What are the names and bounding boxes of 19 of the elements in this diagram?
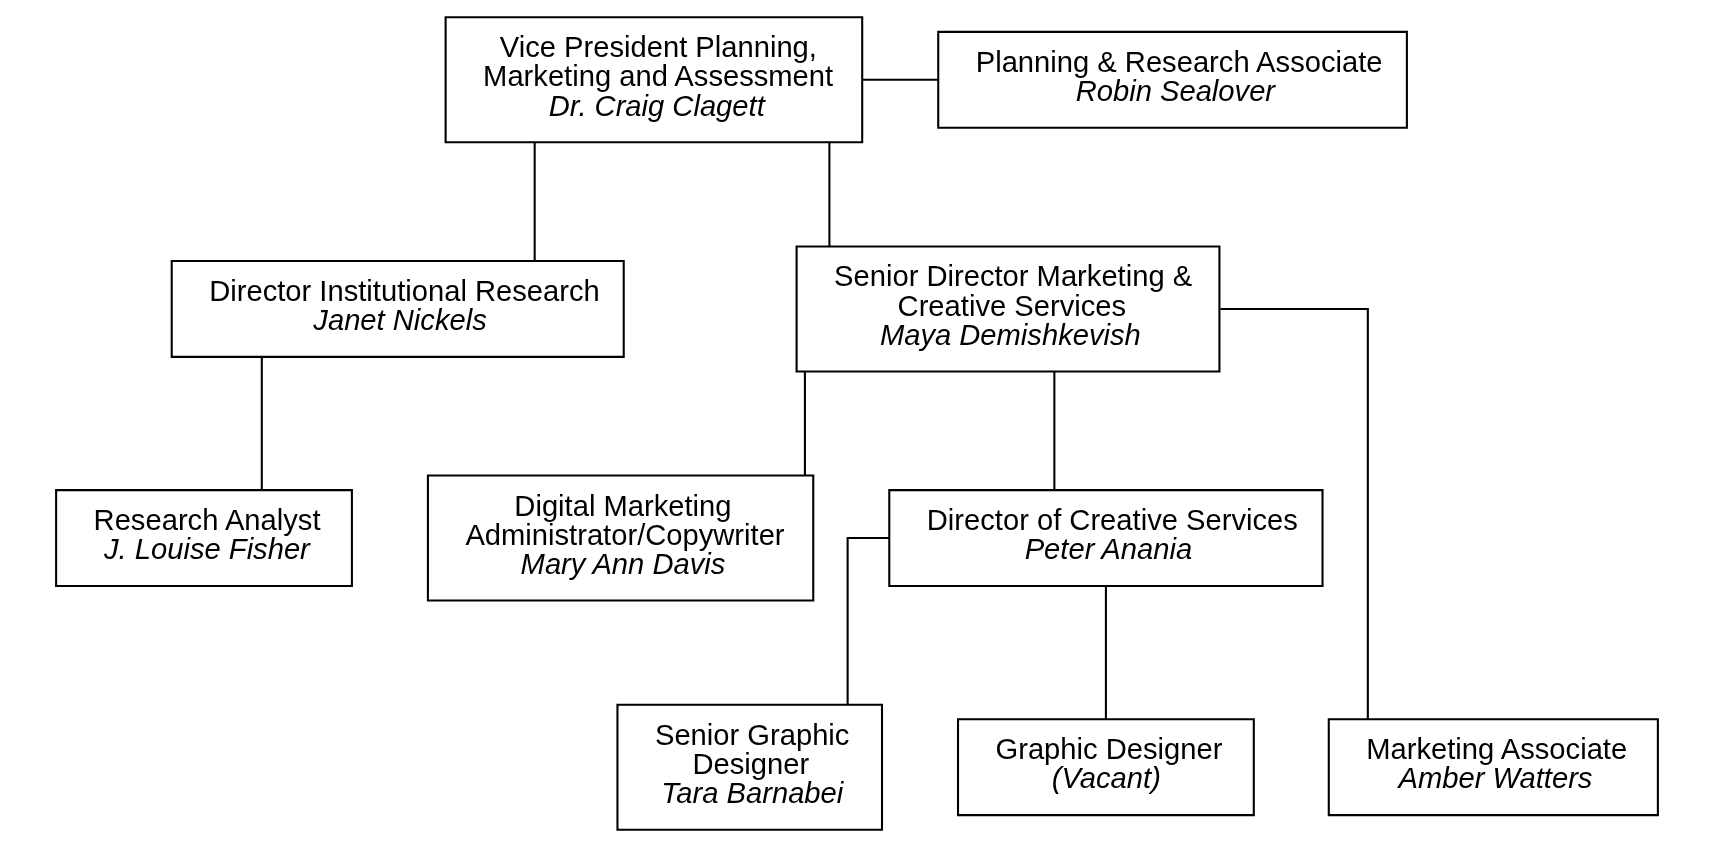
node-box: Vice President Planning, Marketing and Assessment Dr. Craig Clagett bbox=[444, 15, 864, 143]
connector bbox=[803, 371, 806, 476]
connector bbox=[862, 78, 938, 81]
connector bbox=[828, 141, 831, 246]
node-box: Graphic Designer (Vacant) bbox=[957, 717, 1255, 816]
node-box: Director of Creative Services Peter Anania bbox=[888, 488, 1324, 587]
node-box: Digital Marketing Administrator/Copywriter Mary Ann Davis bbox=[426, 474, 815, 602]
node-box: Senior Graphic Designer Tara Barnabei bbox=[616, 703, 884, 831]
node-box: Senior Director Marketing & Creative Services Maya Demishkevish bbox=[795, 244, 1221, 372]
connector bbox=[1220, 307, 1369, 719]
connector bbox=[846, 536, 890, 705]
node-box: Marketing Associate Amber Watters bbox=[1327, 717, 1659, 816]
connector bbox=[1053, 371, 1056, 490]
connector bbox=[533, 141, 536, 261]
node-box: Director Institutional Research Janet Nickels bbox=[170, 259, 625, 358]
connector bbox=[1104, 585, 1107, 719]
node-box: Research Analyst J. Louise Fisher bbox=[55, 488, 353, 587]
node-box: Planning & Research Associate Robin Sealover bbox=[937, 30, 1408, 129]
connector bbox=[260, 356, 263, 490]
